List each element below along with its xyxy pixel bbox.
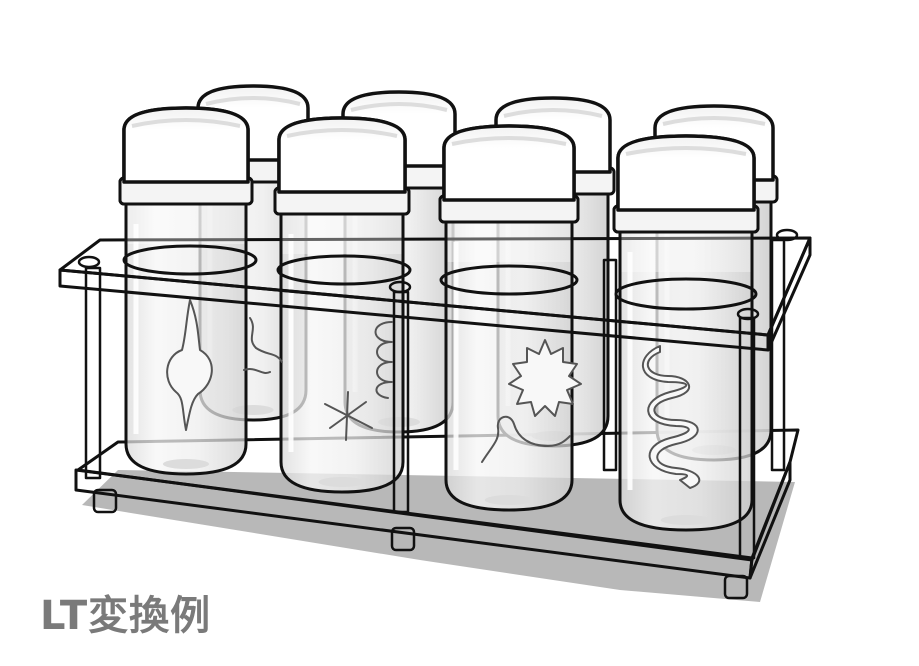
rack-front-posts [77, 228, 799, 600]
worm-specimen [243, 317, 283, 374]
star-specimen [324, 391, 373, 441]
coil-specimen-left [374, 321, 393, 399]
rack-rear-posts [602, 238, 786, 472]
front-vial-cap-1 [118, 106, 254, 254]
front-vial-cap-2 [273, 116, 411, 264]
coil-specimen-right [642, 345, 701, 489]
urchin-specimen [508, 339, 582, 417]
rack-top-plate [58, 236, 812, 352]
caption-label: LT変換例 [40, 593, 212, 639]
specimens [166, 299, 701, 489]
front-vial-cap-3 [438, 124, 580, 272]
front-row-vial-caps [118, 106, 760, 282]
front-vial-cap-4 [612, 134, 760, 282]
root-specimen [166, 299, 213, 431]
rack-bottom-shelf [74, 428, 800, 580]
tentacle-specimen [481, 415, 571, 463]
